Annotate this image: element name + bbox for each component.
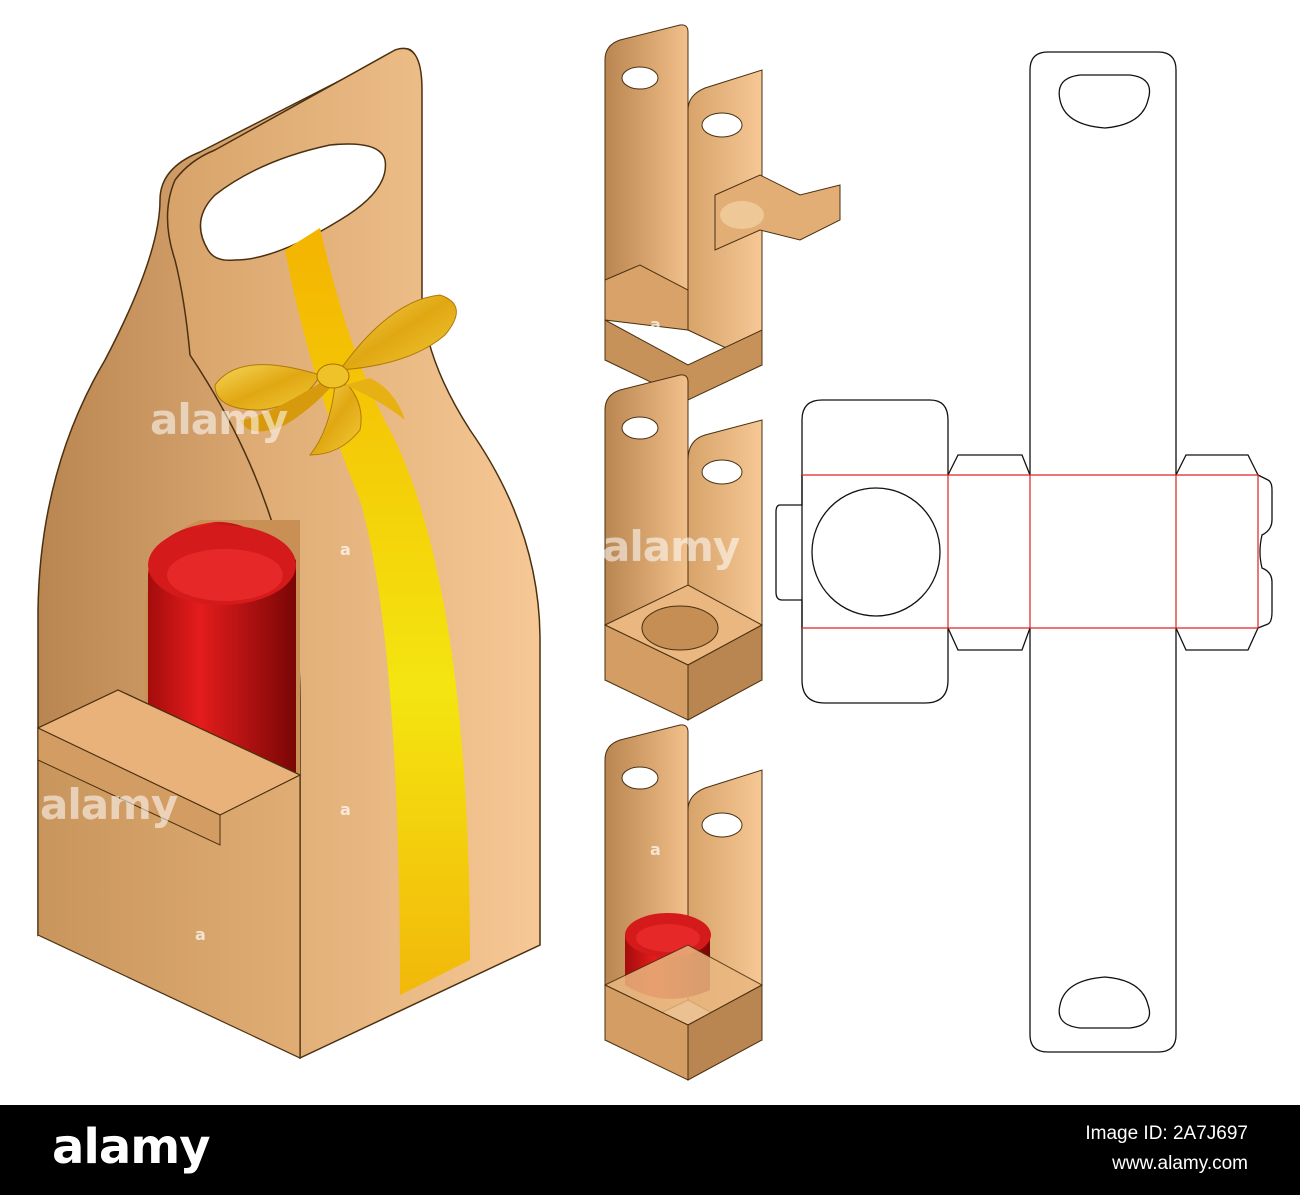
bow-icon xyxy=(214,294,457,456)
box-illustration xyxy=(36,24,1273,1081)
site-url: www.alamy.com xyxy=(1112,1153,1248,1174)
small-box-3 xyxy=(603,724,764,1081)
illustration-canvas: alamy alamy alamy a a a a a a xyxy=(36,24,1273,1081)
handle-hole-icon xyxy=(701,112,743,138)
handle-hole-icon xyxy=(701,812,743,838)
handle-hole-icon xyxy=(1058,74,1151,129)
handle-hole-icon xyxy=(621,66,659,90)
handle-hole-icon xyxy=(199,143,387,262)
dieline-folds xyxy=(802,474,1259,629)
handle-hole-icon xyxy=(1058,976,1151,1029)
stock-footer: alamy Image ID: 2A7J697 www.alamy.com xyxy=(0,1105,1300,1195)
handle-hole-icon xyxy=(621,416,659,440)
handle-hole-icon xyxy=(621,766,659,790)
small-box-2 xyxy=(603,374,764,721)
footer-logo: alamy xyxy=(52,1119,211,1175)
handle-hole-icon xyxy=(701,459,743,485)
image-id: Image ID: 2A7J697 xyxy=(1085,1123,1248,1144)
small-box-1 xyxy=(604,24,841,401)
dieline xyxy=(775,51,1273,1053)
main-box xyxy=(36,47,541,1060)
footer-meta: Image ID: 2A7J697 www.alamy.com xyxy=(1085,1119,1248,1179)
